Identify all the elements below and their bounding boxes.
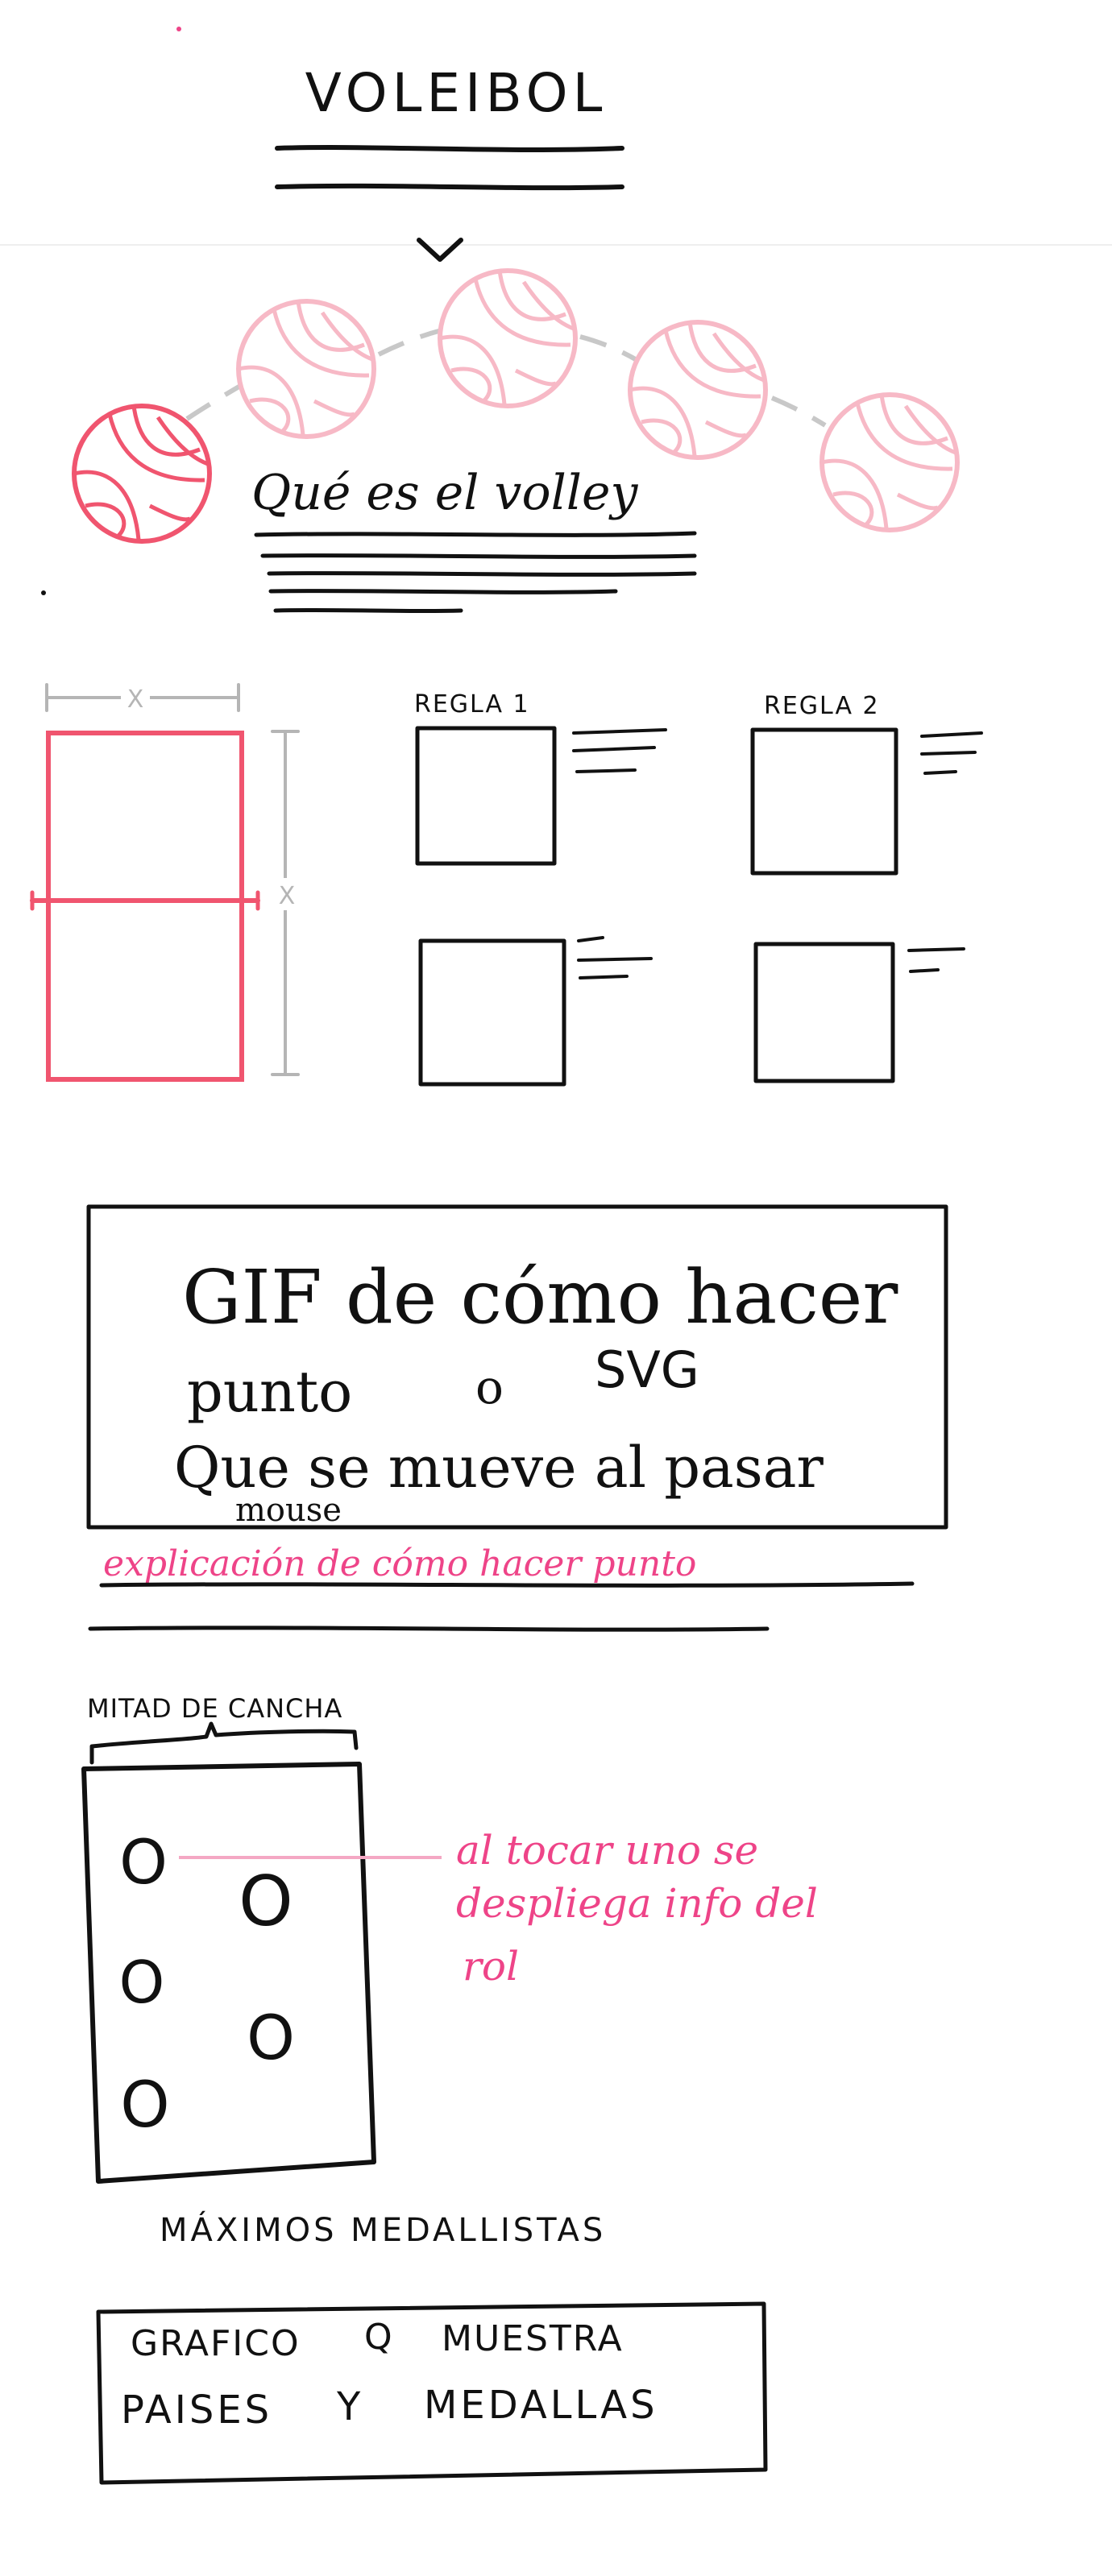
text-placeholder-line <box>260 553 697 559</box>
half-court-brace <box>89 1721 359 1765</box>
title-underline <box>275 145 624 152</box>
text-placeholder-line <box>267 571 697 577</box>
text-placeholder-line <box>88 1626 770 1632</box>
player-marker[interactable]: O <box>119 1826 168 1898</box>
court-outline <box>46 731 244 1082</box>
rule-text-line <box>907 947 965 952</box>
dimension-label-bg <box>274 878 298 910</box>
rule-text-line <box>579 975 629 979</box>
annotation-line-1: al tocar uno se <box>456 1827 758 1874</box>
animation-line-2-a: punto <box>187 1359 352 1425</box>
text-placeholder-line <box>268 589 618 594</box>
volleyball-icon[interactable] <box>74 406 210 541</box>
player-marker[interactable]: O <box>247 2002 295 2073</box>
chart-caption-1c: MUESTRA <box>442 2318 624 2359</box>
stray-dot <box>41 590 46 595</box>
medal-chart-placeholder[interactable] <box>96 2301 768 2485</box>
chevron-down-icon[interactable] <box>417 238 463 262</box>
trajectory-dash <box>185 383 243 421</box>
page-title: VOLEIBOL <box>305 62 608 124</box>
rule-4-image[interactable] <box>753 942 895 1083</box>
medals-section: MÁXIMOS MEDALLISTAS GRAFICO Q MUESTRA PA… <box>96 2210 768 2485</box>
header: VOLEIBOL <box>275 62 624 191</box>
rule-text-line <box>572 728 667 735</box>
volleyball-icon[interactable] <box>440 271 575 406</box>
chart-caption-2b: Y <box>336 2384 361 2429</box>
rule-text-line <box>575 768 637 773</box>
annotation-line-3: rol <box>463 1943 519 1990</box>
player-marker[interactable]: O <box>119 1949 165 2016</box>
animation-line-1: GIF de cómo hacer <box>182 1254 898 1340</box>
trajectory-dash <box>579 334 640 363</box>
rule-text-line <box>920 751 977 756</box>
player-marker[interactable]: O <box>239 1862 293 1942</box>
trajectory-dash <box>377 328 442 357</box>
volleyball-icon[interactable] <box>239 301 374 437</box>
volleyball-icon[interactable] <box>822 395 957 530</box>
animation-section: GIF de cómo hacer punto o SVG Que se mue… <box>86 1204 948 1632</box>
court-length-label: X <box>279 882 296 910</box>
animation-line-2-c: SVG <box>595 1340 699 1399</box>
rule-3-image[interactable] <box>418 938 566 1087</box>
rule-2-label: REGLA 2 <box>764 692 880 720</box>
animation-line-2-b: o <box>475 1360 504 1414</box>
dimension-label-bg <box>121 681 150 714</box>
player-marker[interactable]: O <box>120 2069 169 2142</box>
rules-grid: REGLA 1 REGLA 2 <box>414 690 983 1087</box>
rule-text-line <box>920 731 983 738</box>
animation-hover-note: mouse <box>235 1492 342 1529</box>
text-placeholder-line <box>273 607 463 614</box>
trajectory-dash <box>770 396 827 428</box>
annotation-line-2: despliega info del <box>456 1880 818 1927</box>
rule-2-image[interactable] <box>750 727 898 876</box>
chart-caption-2a: PAISES <box>121 2388 272 2433</box>
animation-placeholder[interactable] <box>86 1204 948 1530</box>
rule-1-image[interactable] <box>415 726 557 866</box>
court-diagram[interactable]: X X <box>30 681 300 1082</box>
ball-trajectory <box>74 271 957 541</box>
stray-dot <box>176 27 181 31</box>
subtitle-placeholder-line <box>275 183 624 191</box>
intro-underline <box>254 531 697 537</box>
volleyball-icon[interactable] <box>630 322 766 458</box>
explanation-heading: explicación de cómo hacer punto <box>103 1543 696 1584</box>
chart-caption-1b: Q <box>364 2317 392 2358</box>
half-court-outline[interactable] <box>81 1762 376 2184</box>
medals-heading: MÁXIMOS MEDALLISTAS <box>160 2210 606 2249</box>
intro-heading: Qué es el volley <box>251 465 638 521</box>
rule-1-label: REGLA 1 <box>414 690 530 719</box>
rule-text-line <box>572 746 656 752</box>
rule-text-line <box>923 770 957 775</box>
rule-text-line <box>577 936 604 942</box>
half-court-section: MITAD DE CANCHA O O O O O al tocar uno s… <box>81 1693 818 2184</box>
explanation-underline <box>99 1581 915 1588</box>
rule-text-line <box>577 957 653 962</box>
court-width-label: X <box>127 685 144 714</box>
player-positions: O O O O O <box>119 1826 295 2142</box>
animation-line-3: Que se mueve al pasar <box>174 1435 824 1501</box>
chart-caption-2c: MEDALLAS <box>424 2383 658 2428</box>
chart-caption-1a: GRAFICO <box>131 2323 301 2364</box>
rule-text-line <box>909 968 940 973</box>
half-court-label: MITAD DE CANCHA <box>87 1693 342 1724</box>
intro-section: Qué es el volley <box>251 465 697 614</box>
